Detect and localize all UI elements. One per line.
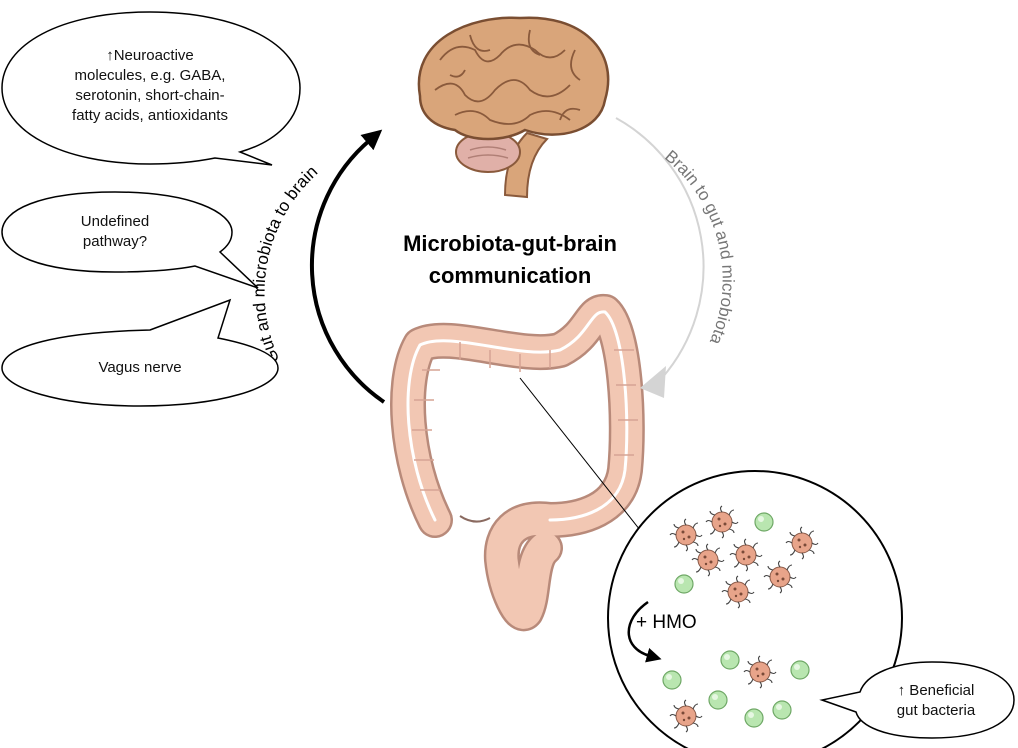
bubble-line: ↑ Beneficial	[897, 682, 975, 699]
brain-to-gut-arrow	[615, 117, 705, 379]
beneficial-bacterium	[744, 708, 764, 728]
brain-illustration	[417, 16, 610, 199]
beneficial-bacterium	[674, 574, 694, 594]
diagram-title: Microbiota-gut-brain communication	[350, 228, 670, 292]
beneficial-bacterium	[772, 700, 792, 720]
bubble-line: Vagus nerve	[98, 359, 182, 376]
neuroactive-bubble-text: ↑Neuroactive molecules, e.g. GABA, serot…	[20, 46, 280, 126]
title-line-2: communication	[428, 263, 592, 288]
colon-illustration	[390, 294, 645, 632]
bubble-line: ↑Neuroactive	[106, 47, 194, 64]
gut-to-brain-arrow	[309, 129, 386, 404]
beneficial-bacterium	[754, 512, 774, 532]
beneficial-bacteria-bubble	[819, 661, 1015, 739]
vagus-nerve-bubble-text: Vagus nerve	[30, 358, 250, 378]
neuroactive-bubble	[1, 11, 301, 166]
beneficial-bacterium	[720, 650, 740, 670]
beneficial-bacterium	[708, 690, 728, 710]
brain-to-gut-label: Brain to gut and microbiota	[661, 146, 737, 347]
hmo-arrow	[627, 600, 662, 663]
bubble-line: gut bacteria	[896, 702, 976, 719]
undefined-pathway-bubble-text: Undefined pathway?	[20, 212, 210, 252]
vagus-nerve-bubble	[1, 298, 279, 407]
beneficial-bacterium	[790, 660, 810, 680]
hmo-label: + HMO	[636, 612, 697, 633]
bubble-line: molecules, e.g. GABA,	[74, 67, 226, 84]
beneficial-bacterium	[662, 670, 682, 690]
brain-to-gut-arrowhead	[640, 366, 666, 398]
bubble-line: Undefined	[80, 213, 150, 230]
bubble-line: pathway?	[82, 233, 148, 250]
bubble-line: serotonin, short-chain-	[75, 87, 225, 104]
zoom-line	[519, 377, 641, 531]
beneficial-bacteria-bubble-text: ↑ Beneficial gut bacteria	[866, 681, 1006, 721]
undefined-pathway-bubble	[1, 191, 259, 289]
title-line-1: Microbiota-gut-brain	[403, 231, 617, 256]
bubble-line: fatty acids, antioxidants	[72, 107, 228, 124]
